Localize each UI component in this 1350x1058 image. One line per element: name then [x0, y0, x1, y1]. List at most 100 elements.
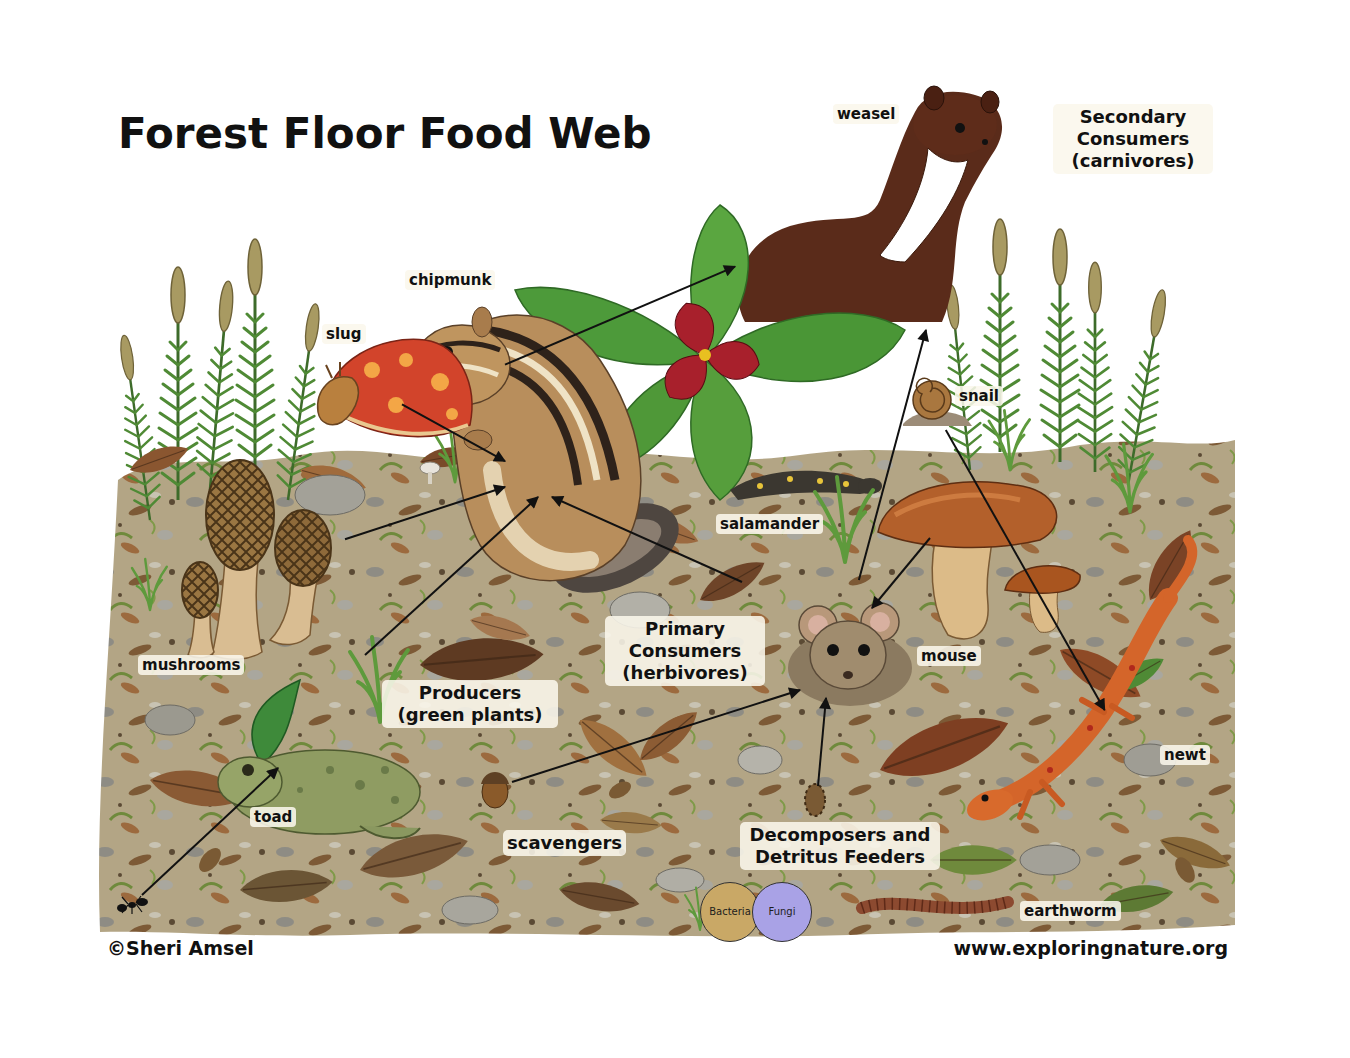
- chipmunk-figure-part: [500, 367, 578, 485]
- fallen-leaves-part: [355, 823, 473, 888]
- trophic-level-label: Secondary Consumers (carnivores): [1053, 104, 1213, 174]
- grass-clumps-part: [989, 411, 1030, 471]
- food-arrow: [402, 404, 505, 461]
- morel-mushrooms-part: [212, 560, 262, 659]
- grass-clumps: [132, 411, 1152, 931]
- chipmunk-figure-part: [472, 307, 492, 337]
- toad-figure-part: [242, 764, 254, 776]
- newt-figure-part: [1020, 700, 1132, 817]
- rocks-part: [145, 705, 195, 735]
- organism-name: salamander: [716, 514, 823, 534]
- organism-node: mushrooms: [135, 470, 345, 680]
- salamander-figure-part: [843, 481, 849, 487]
- organism-name: newt: [1160, 745, 1210, 765]
- newt-figure-part: [982, 795, 989, 802]
- food-arrows-unlabelled-part: [365, 497, 538, 655]
- trillium-plant-part: [699, 349, 711, 361]
- trillium-plant-part: [702, 337, 763, 383]
- food-arrow: [505, 267, 735, 365]
- weasel-figure-part: [981, 91, 999, 113]
- chipmunk-figure-part: [492, 470, 590, 562]
- organism-node: weasel: [735, 95, 1020, 330]
- morel-mushrooms-part: [182, 562, 218, 618]
- weasel-figure-part: [982, 139, 988, 145]
- organism-name: weasel: [833, 104, 899, 124]
- organism-node: newt: [985, 710, 1215, 835]
- morel-mushrooms-part: [206, 460, 274, 570]
- toad-figure-part: [391, 796, 399, 804]
- fallen-leaves-part: [1138, 523, 1202, 606]
- trophic-level-label: Producers (green plants): [382, 680, 558, 728]
- fallen-leaves-part: [872, 702, 1016, 792]
- organism-name: toad: [250, 807, 296, 827]
- newt-figure-part: [963, 784, 1018, 827]
- morel-mushrooms-part: [182, 562, 218, 618]
- rocks-part: [1020, 845, 1080, 875]
- trophic-level-label: scavengers: [503, 830, 626, 856]
- toad-figure-part: [218, 757, 282, 807]
- organism-node: toad: [215, 728, 425, 838]
- fallen-leaves-part: [930, 845, 1017, 874]
- ant-figure-part: [136, 898, 148, 906]
- diagram-title: Forest Floor Food Web: [118, 108, 652, 160]
- bolete-mushrooms-part: [1029, 588, 1058, 632]
- fallen-leaves-part: [126, 439, 191, 480]
- chipmunk-figure-part: [428, 472, 432, 484]
- food-arrow: [859, 330, 926, 580]
- organism-name: chipmunk: [405, 270, 495, 290]
- mouse-figure-part: [843, 671, 853, 679]
- bolete-mushrooms-part: [1005, 566, 1080, 593]
- salamander-figure-part: [817, 478, 823, 484]
- toad-figure-part: [326, 766, 334, 774]
- toad-figure-part: [360, 826, 420, 838]
- club-moss-part: [1112, 287, 1178, 488]
- red-mushroom-part: [364, 362, 380, 378]
- copyright-note: ©Sheri Amsel: [103, 935, 258, 961]
- forest-floor-part: [99, 440, 1235, 936]
- fallen-leaves-part: [1156, 828, 1235, 877]
- club-moss-part: [109, 333, 165, 522]
- food-arrows-unlabelled-part: [142, 768, 278, 895]
- rocks-part: [295, 475, 365, 515]
- toad-figure-part: [381, 766, 389, 774]
- organism-name: mushrooms: [138, 655, 244, 675]
- newt-figure-part: [1168, 540, 1192, 598]
- club-moss: [109, 219, 1178, 522]
- weasel-figure-part: [738, 92, 1002, 322]
- microbe-circle: Bacteria: [700, 882, 760, 942]
- red-mushroom-part: [446, 408, 458, 420]
- fallen-leaves: [126, 439, 1234, 918]
- ant-figure: [117, 896, 148, 914]
- trillium-plant-part: [655, 343, 719, 409]
- microbe-name: Fungi: [768, 906, 795, 918]
- bolete-mushrooms-part: [932, 540, 992, 639]
- weasel-figure-part: [924, 86, 944, 110]
- organism-name: snail: [955, 386, 1003, 406]
- fallen-leaves-part: [632, 703, 705, 770]
- salamander-figure-part: [730, 471, 875, 500]
- slug-figure: [318, 362, 359, 425]
- grass-clumps-part: [815, 477, 873, 562]
- morel-mushrooms-part: [275, 510, 331, 586]
- acorn-pinecones-part: [195, 844, 225, 876]
- rocks-part: [442, 896, 498, 924]
- club-moss-part: [236, 239, 274, 472]
- bolete-mushrooms-part: [878, 482, 1057, 548]
- mouse-figure-part: [810, 621, 886, 689]
- weasel-figure-part: [955, 123, 965, 133]
- organism-name: slug: [322, 324, 366, 344]
- newt-figure-part: [1087, 725, 1093, 731]
- fallen-leaves-part: [571, 709, 656, 787]
- red-mushroom-part: [399, 353, 413, 367]
- weasel-figure: [738, 86, 1002, 322]
- salamander-figure: [730, 471, 882, 500]
- bolete-mushrooms-part: [895, 495, 1020, 515]
- newt-figure-part: [1047, 767, 1053, 773]
- rocks: [145, 458, 1176, 924]
- salamander-figure-part: [787, 476, 793, 482]
- morel-mushrooms-part: [206, 460, 274, 570]
- acorn-pinecones-part: [805, 784, 825, 816]
- organism-node: chipmunk: [505, 268, 690, 590]
- website-note: www.exploringnature.org: [950, 935, 1232, 961]
